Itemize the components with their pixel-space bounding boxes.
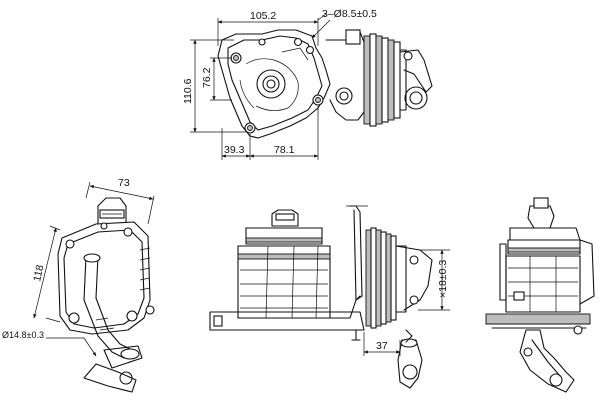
mounting-hole: [230, 52, 242, 64]
mounting-hole: [244, 122, 256, 134]
mounting-hole: [312, 94, 324, 106]
rear-view: [485, 197, 595, 393]
dim-side-height: 118: [31, 264, 46, 283]
top-view: 105.2 3–Ø8.5±0.5 110.6 76.2 39.3 78.1: [182, 8, 433, 160]
dim-holes: 3–Ø8.5±0.5: [322, 8, 377, 20]
dim-offset-right: 78.1: [274, 144, 295, 156]
dim-height-inner: 76.2: [201, 67, 213, 88]
dim-pipe-diameter: Ø14.8±0.3: [2, 330, 44, 340]
side-view: 73 118 Ø14.8±0.3: [2, 177, 155, 393]
dim-width-overall: 105.2: [250, 10, 276, 22]
dim-side-width: 73: [118, 177, 130, 189]
dim-height-overall: 110.6: [182, 78, 194, 104]
dim-offset-left: 39.3: [224, 144, 245, 156]
front-view: ×18±0.3 37: [209, 205, 450, 389]
dim-front-offset: 37: [376, 340, 388, 352]
dim-bore-diameter: ×18±0.3: [437, 260, 449, 298]
